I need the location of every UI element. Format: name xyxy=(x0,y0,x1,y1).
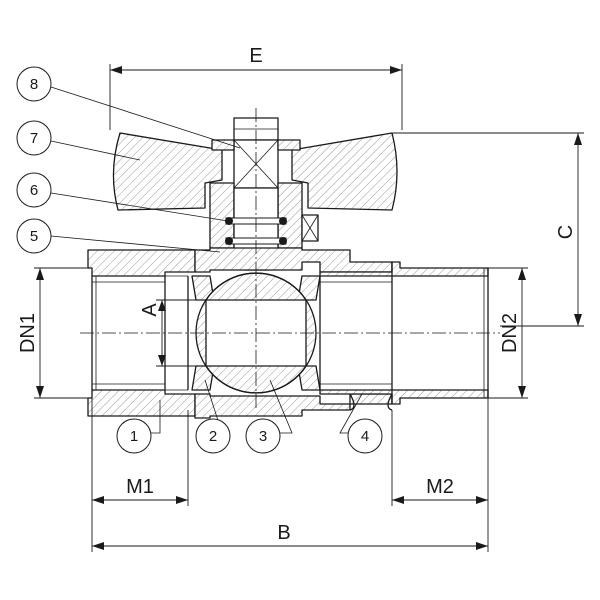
callout-3: 3 xyxy=(245,418,281,454)
dimension-dn2-label: DN2 xyxy=(499,313,521,353)
dimension-e-label: E xyxy=(249,45,262,67)
callout-4: 4 xyxy=(347,418,383,454)
callout-8: 8 xyxy=(16,66,52,102)
callout-5-label: 5 xyxy=(30,228,38,245)
dimension-m1-label: M1 xyxy=(126,476,154,498)
dimension-b-label: B xyxy=(277,522,290,544)
dimension-lines xyxy=(34,64,584,552)
callout-4-label: 4 xyxy=(361,428,369,445)
callout-1: 1 xyxy=(116,418,152,454)
dimension-m2-label: M2 xyxy=(426,476,454,498)
dimension-a-label: A xyxy=(139,303,161,317)
callout-6-label: 6 xyxy=(30,182,38,199)
dimension-dn1-label: DN1 xyxy=(17,313,39,353)
dimension-c-label: C xyxy=(555,225,577,239)
callout-2: 2 xyxy=(195,418,231,454)
callout-6: 6 xyxy=(16,172,52,208)
center-lines xyxy=(80,108,500,410)
valve-body xyxy=(87,247,489,419)
callout-2-label: 2 xyxy=(209,428,217,445)
callout-1-label: 1 xyxy=(130,428,138,445)
callout-8-label: 8 xyxy=(30,76,38,93)
callout-7: 7 xyxy=(16,120,52,156)
callout-leaders xyxy=(50,86,363,434)
butterfly-handle xyxy=(112,132,398,211)
stem-assembly xyxy=(209,117,319,271)
callout-5: 5 xyxy=(16,218,52,254)
callout-3-label: 3 xyxy=(259,428,267,445)
callout-7-label: 7 xyxy=(30,130,38,147)
